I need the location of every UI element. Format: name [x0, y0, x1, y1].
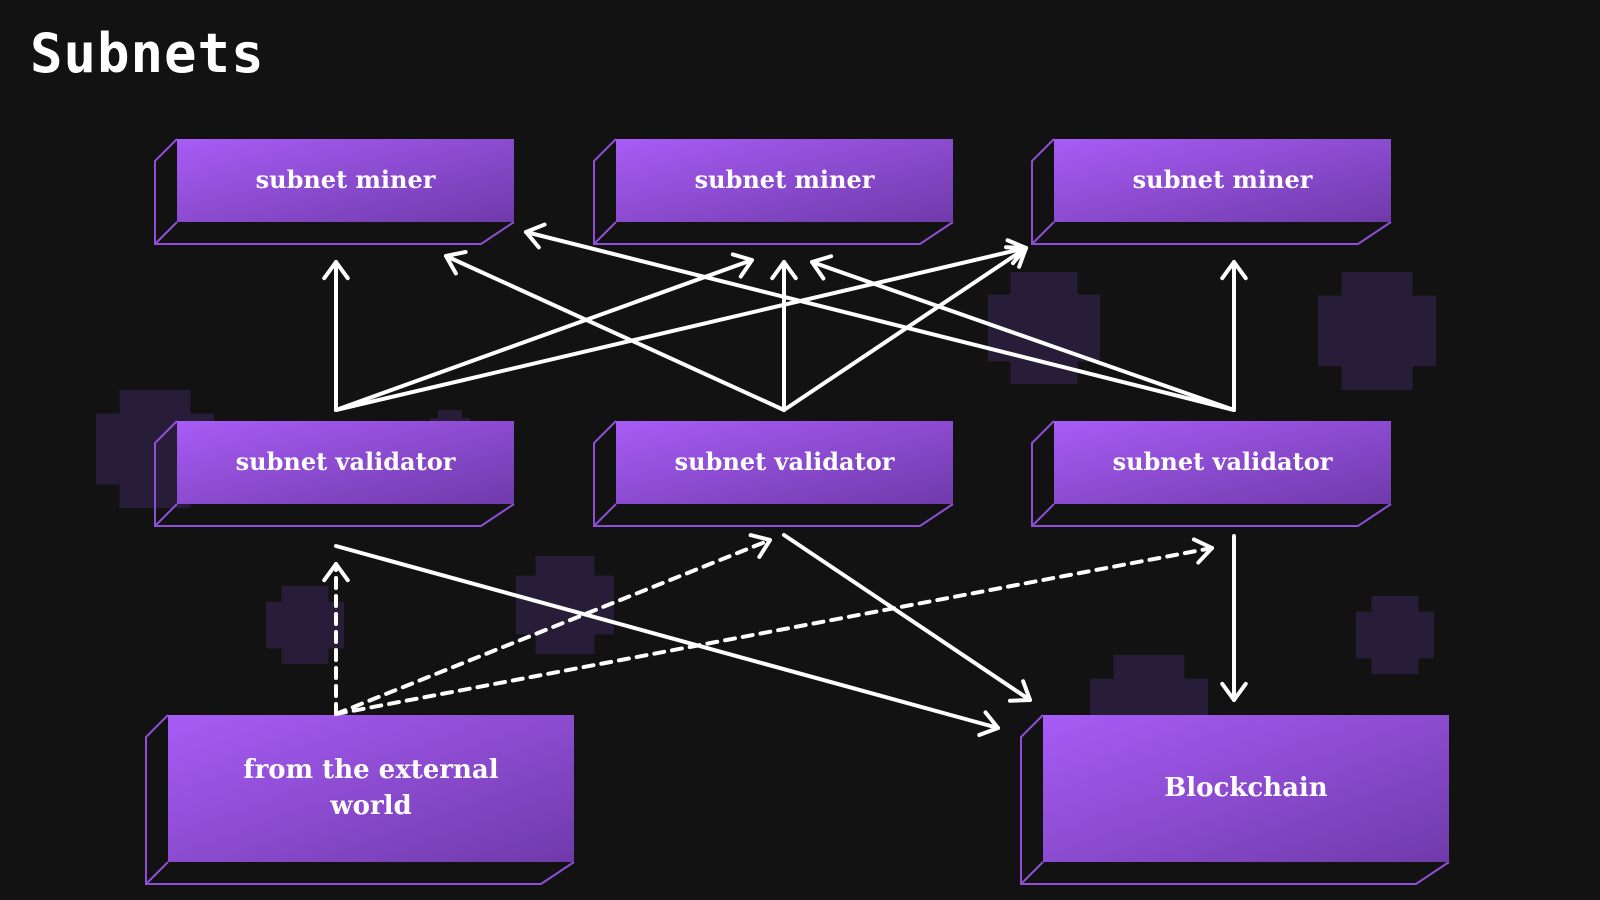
label-miner-3: subnet miner [1132, 165, 1313, 195]
arrow-head [1191, 537, 1214, 565]
box-face [1054, 421, 1391, 504]
node-external [145, 714, 575, 885]
node-validator-1 [154, 420, 515, 527]
arrow-external-to-validator-3 [334, 537, 1214, 716]
box-face [168, 715, 574, 862]
box-face [177, 421, 514, 504]
box-face [616, 421, 953, 504]
arrow-head [524, 222, 547, 250]
arrow-shaft [782, 533, 1032, 702]
arrow-shaft [334, 544, 1000, 730]
label-validator-1: subnet validator [235, 447, 456, 477]
decor-blob [1318, 272, 1436, 391]
node-miner-2 [593, 138, 954, 245]
page-title: Subnets [30, 22, 265, 85]
box-extrusion [1031, 420, 1392, 527]
arrow-head [810, 254, 834, 281]
label-miner-1: subnet miner [255, 165, 436, 195]
arrow-validator-3-to-blockchain [1220, 534, 1248, 702]
box-face [1043, 715, 1449, 862]
arrow-shaft [524, 230, 1236, 412]
arrow-shaft [810, 260, 1236, 412]
box-face [1054, 139, 1391, 222]
label-blockchain: Blockchain [1164, 772, 1328, 803]
arrow-head [748, 533, 772, 559]
arrow-validator-1-to-miner-3 [334, 238, 1028, 412]
arrow-validator-2-to-miner-1 [444, 250, 786, 412]
arrow-shaft [334, 246, 1028, 412]
arrow-validator-1-to-miner-2 [334, 252, 754, 412]
label-validator-3: subnet validator [1112, 447, 1333, 477]
box-extrusion [1020, 714, 1450, 885]
node-blockchain [1020, 714, 1450, 885]
arrow-head [444, 250, 468, 276]
decor-blob [266, 586, 344, 664]
arrow-validator-3-to-miner-3 [1220, 260, 1248, 412]
arrow-validator-2-to-blockchain [782, 533, 1032, 703]
decor-blob [1356, 596, 1434, 674]
label-validator-2: subnet validator [674, 447, 895, 477]
arrow-shaft [444, 254, 786, 412]
node-miner-3 [1031, 138, 1392, 245]
arrow-head [977, 710, 1000, 738]
node-miner-1 [154, 138, 515, 245]
arrow-validator-2-to-miner-2 [770, 260, 798, 412]
node-validator-2 [593, 420, 954, 527]
arrow-head [1008, 679, 1032, 703]
box-extrusion [154, 138, 515, 245]
arrow-shaft [334, 538, 772, 716]
arrow-head [1004, 245, 1028, 269]
arrow-head [770, 260, 798, 281]
arrow-shaft [334, 546, 1214, 716]
arrow-shaft [334, 258, 754, 412]
box-extrusion [154, 420, 515, 527]
box-extrusion [1031, 138, 1392, 245]
label-miner-2: subnet miner [694, 165, 875, 195]
arrow-head [730, 252, 754, 279]
box-extrusion [145, 714, 575, 885]
decor-blob [516, 556, 614, 654]
arrow-external-to-validator-2 [334, 533, 772, 716]
label-external: from the external world [243, 755, 499, 821]
arrow-validator-3-to-miner-1 [524, 222, 1236, 412]
box-face [616, 139, 953, 222]
arrow-external-to-validator-1 [322, 562, 350, 716]
box-face [177, 139, 514, 222]
arrow-head [322, 260, 350, 281]
arrow-head [322, 562, 350, 583]
arrow-validator-1-to-blockchain [334, 544, 1000, 738]
arrow-validator-1-to-miner-1 [322, 260, 350, 412]
arrow-head [1220, 681, 1248, 702]
arrow-validator-3-to-miner-2 [810, 254, 1236, 412]
node-validator-3 [1031, 420, 1392, 527]
box-extrusion [593, 420, 954, 527]
box-extrusion [593, 138, 954, 245]
arrow-head [1220, 260, 1248, 281]
